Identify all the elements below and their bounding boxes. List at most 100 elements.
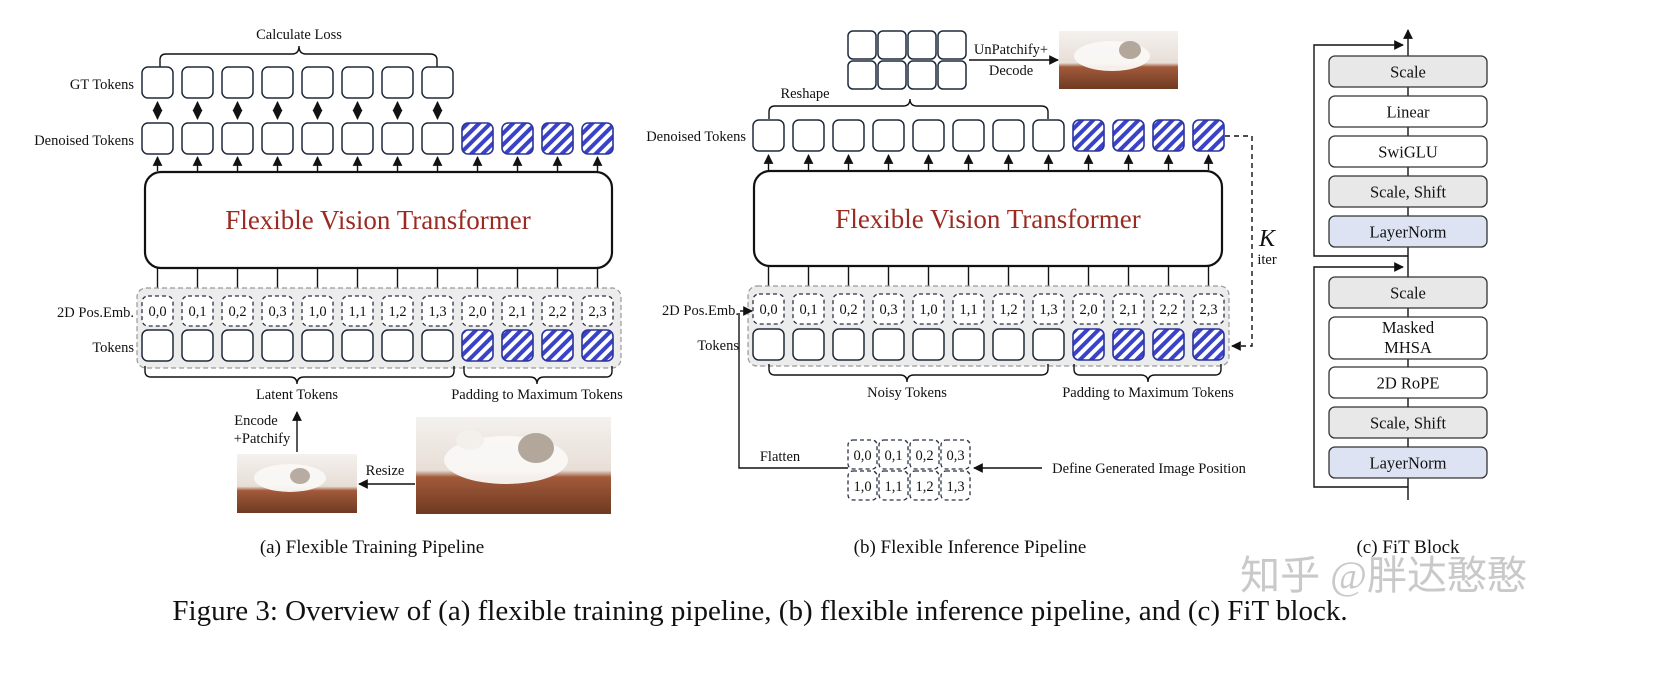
noisy-token: [952, 328, 985, 361]
define-position-label: Define Generated Image Position: [1052, 461, 1246, 477]
gt-token: [421, 66, 454, 99]
grid-position-cell: [878, 439, 909, 470]
transformer-output-arrows: [152, 156, 603, 171]
fit-block-label: SwiGLU: [1378, 143, 1438, 162]
pos-emb-value: 1,3: [1039, 302, 1057, 318]
unpatchify-label: UnPatchify+: [974, 42, 1048, 58]
pos-emb-value: 0,2: [839, 302, 857, 318]
residual-lower: [1313, 262, 1408, 488]
fit-block: [1328, 316, 1488, 360]
gt-token: [381, 66, 414, 99]
denoised-token: [261, 122, 294, 155]
tokens-label: Tokens: [92, 340, 134, 356]
input-token-padding: [461, 329, 494, 362]
reshaped-token: [937, 30, 967, 60]
input-token: [141, 329, 174, 362]
denoised-token: [301, 122, 334, 155]
grid-position-value: 0,2: [915, 448, 933, 464]
noisy-token: [912, 328, 945, 361]
transformer-label: Flexible Vision Transformer: [225, 205, 530, 235]
tokens-label-b: Tokens: [697, 338, 739, 354]
pos-emb-cell: [581, 295, 614, 327]
reshaped-token: [907, 30, 937, 60]
latent-tokens-label: Latent Tokens: [256, 387, 338, 403]
calc-loss-label: Calculate Loss: [256, 27, 342, 43]
pos-emb-cell: [221, 295, 254, 327]
fit-block-label: LayerNorm: [1370, 223, 1447, 242]
figure-caption: Figure 3: Overview of (a) flexible train…: [172, 595, 1347, 627]
denoised-token-row-b: [752, 119, 1225, 152]
caption-a: (a) Flexible Training Pipeline: [260, 537, 484, 558]
denoised-token: [752, 119, 785, 152]
input-token: [221, 329, 254, 362]
grid-position-cell: [940, 439, 971, 470]
transformer-box: [143, 170, 614, 270]
residual-upper: [1313, 40, 1408, 257]
fit-block-label: LayerNorm: [1370, 454, 1447, 473]
pos-emb-value: 0,1: [799, 302, 817, 318]
pos-emb-value: 1,0: [308, 304, 326, 320]
denoised-token-padding: [461, 122, 494, 155]
pos-emb-value: 2,1: [508, 304, 526, 320]
flatten-line: [738, 313, 848, 469]
decode-label: Decode: [989, 63, 1033, 79]
grid-position-cell: [847, 439, 878, 470]
pos-emb-cell: [832, 293, 865, 325]
gt-token: [301, 66, 334, 99]
noisy-token: [752, 328, 785, 361]
input-token-padding: [581, 329, 614, 362]
pos-emb-value: 0,0: [148, 304, 166, 320]
flatten-label: Flatten: [760, 449, 801, 465]
denoised-token: [421, 122, 454, 155]
pos-emb-label-b: 2D Pos.Emb.: [662, 303, 739, 319]
caption-c: (c) FiT Block: [1356, 537, 1460, 558]
pos-emb-value: 2,0: [1079, 302, 1097, 318]
reshaped-token-grid: [847, 30, 967, 90]
denoised-token: [872, 119, 905, 152]
reshaped-token: [877, 60, 907, 90]
reshaped-token: [907, 60, 937, 90]
denoised-token-padding: [581, 122, 614, 155]
grid-position-value: 1,1: [884, 479, 902, 495]
fit-block-label: Scale, Shift: [1370, 183, 1446, 202]
denoised-token: [341, 122, 374, 155]
denoised-token: [221, 122, 254, 155]
reshaped-token: [937, 60, 967, 90]
noisy-token: [792, 328, 825, 361]
generated-cat-image: [1059, 31, 1178, 89]
denoised-token-padding: [501, 122, 534, 155]
panel-b-inference-pipeline: UnPatchify+ Decode Reshape Denoised Toke…: [646, 30, 1277, 558]
pos-emb-value: 2,0: [468, 304, 486, 320]
fit-block: [1328, 95, 1488, 128]
denoised-token: [912, 119, 945, 152]
grid-position-cell: [940, 470, 971, 501]
pos-emb-value: 0,3: [268, 304, 286, 320]
pos-emb-cell: [341, 295, 374, 327]
pos-emb-cell: [261, 295, 294, 327]
pos-emb-value: 0,3: [879, 302, 897, 318]
pos-emb-cell: [752, 293, 785, 325]
fit-block-label: Linear: [1386, 103, 1430, 122]
gt-denoised-arrows: [152, 101, 443, 120]
pos-emb-cell: [461, 295, 494, 327]
pos-emb-label: 2D Pos.Emb.: [57, 305, 134, 321]
pos-emb-cell: [952, 293, 985, 325]
resize-label: Resize: [366, 463, 405, 479]
pos-emb-value: 1,1: [348, 304, 366, 320]
noisy-token-padding: [1072, 328, 1105, 361]
padding-brace: [463, 366, 613, 385]
pos-emb-cell: [541, 295, 574, 327]
grid-position-value: 1,2: [915, 479, 933, 495]
pos-emb-region-b: [747, 285, 1230, 367]
gt-tokens-label: GT Tokens: [70, 77, 134, 93]
fit-block-label: Scale, Shift: [1370, 414, 1446, 433]
fit-block: [1328, 135, 1488, 168]
transformer-label-b: Flexible Vision Transformer: [835, 204, 1140, 234]
input-token: [261, 329, 294, 362]
